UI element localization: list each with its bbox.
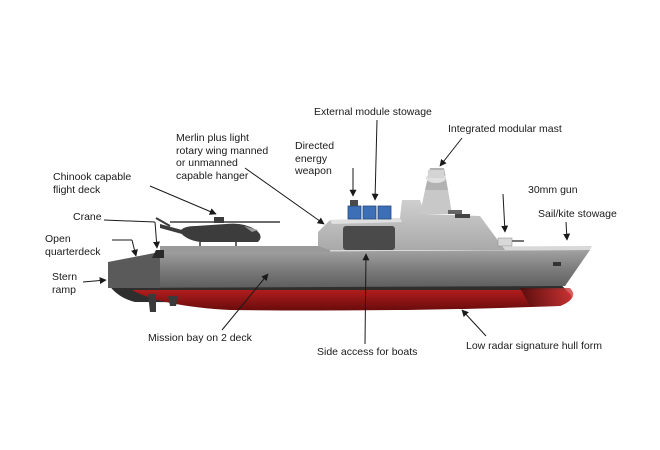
leader-crane-2 xyxy=(153,221,161,249)
leader-quarterdeck-2 xyxy=(131,239,138,257)
leader-mast xyxy=(439,137,463,167)
gun-30mm xyxy=(497,237,561,266)
label-crane: Crane xyxy=(73,211,102,223)
label-integrated-modular-mast: Integrated modular mast xyxy=(448,123,562,135)
ship-hull xyxy=(108,246,592,311)
integrated-mast xyxy=(420,168,462,214)
label-mission-bay: Mission bay on 2 deck xyxy=(148,332,252,344)
leader-side-access xyxy=(362,253,370,345)
leader-sail xyxy=(563,221,571,241)
helicopter xyxy=(155,217,280,246)
leader-mission-bay xyxy=(221,273,269,331)
side-access-opening xyxy=(343,226,395,250)
superstructure xyxy=(318,200,505,250)
leader-hanger xyxy=(244,167,325,225)
label-stern-ramp: Stern ramp xyxy=(52,271,78,296)
leader-hull-form xyxy=(461,309,487,337)
label-side-access-boats: Side access for boats xyxy=(317,346,418,358)
label-directed-energy-weapon: Directed energy weapon xyxy=(295,140,335,177)
rudder-propeller xyxy=(148,294,178,312)
leader-stern-ramp xyxy=(82,277,107,285)
label-sail-kite-stowage: Sail/kite stowage xyxy=(538,208,617,220)
leader-crane-1 xyxy=(103,219,156,223)
label-open-quarterdeck: Open quarterdeck xyxy=(45,233,101,258)
leader-flight-deck xyxy=(149,185,217,215)
leader-external-module xyxy=(371,119,379,201)
crane xyxy=(152,250,164,258)
leader-gun xyxy=(501,193,509,233)
leader-lines xyxy=(82,119,571,345)
label-low-radar-hull: Low radar signature hull form xyxy=(466,340,602,352)
label-external-module-stowage: External module stowage xyxy=(314,106,432,118)
label-chinook-flight-deck: Chinook capable flight deck xyxy=(53,171,132,196)
label-merlin-hanger: Merlin plus light rotary wing manned or … xyxy=(176,132,269,182)
external-modules xyxy=(347,200,392,220)
label-30mm-gun: 30mm gun xyxy=(528,184,578,196)
